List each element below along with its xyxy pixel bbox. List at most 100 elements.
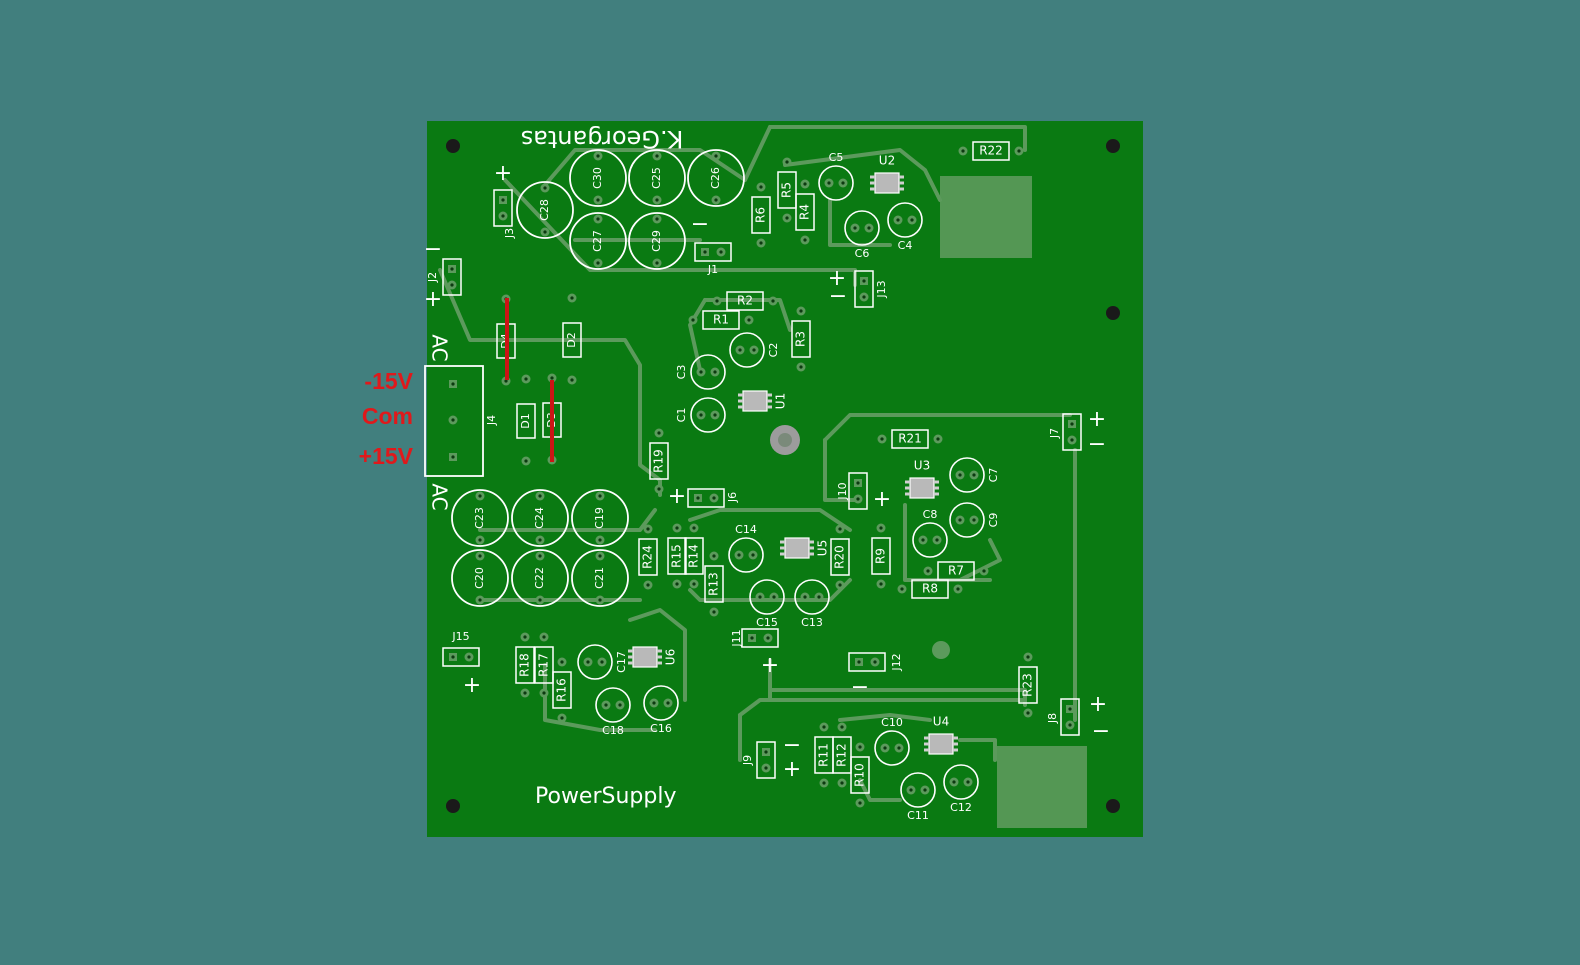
- silk-label-c3: C3: [675, 365, 688, 380]
- drill: [862, 279, 866, 283]
- resistor-outline-r15: [667, 537, 687, 575]
- drill: [618, 703, 622, 707]
- drill: [858, 745, 862, 749]
- ic-pin: [628, 661, 633, 665]
- silk-label-r24: R24: [641, 545, 655, 569]
- large-capacitor-outline-c24: [511, 489, 569, 547]
- drill: [909, 788, 913, 792]
- copper-trace: [543, 148, 747, 187]
- ic-pin: [899, 187, 904, 191]
- drill: [972, 518, 976, 522]
- input-label-com: Com: [362, 403, 413, 429]
- drill: [856, 481, 860, 485]
- plus-sign: +: [1089, 692, 1107, 717]
- drill: [764, 766, 768, 770]
- drill: [1026, 711, 1030, 715]
- drill: [696, 496, 700, 500]
- ic-pin: [953, 742, 958, 746]
- resistor-outline-r14: [684, 537, 704, 575]
- ic-pin: [899, 181, 904, 185]
- small-capacitor-outline-c6: [844, 210, 880, 246]
- minus-sign: −: [1092, 719, 1110, 744]
- drill: [1026, 655, 1030, 659]
- drill: [910, 218, 914, 222]
- drill: [750, 636, 754, 640]
- drill: [703, 250, 707, 254]
- resistor-outline-r5: [777, 171, 797, 209]
- silk-label-r10: R10: [853, 763, 867, 787]
- mounting-holes: [446, 139, 1120, 813]
- small-capacitor-outline-c7: [949, 457, 985, 493]
- silk-label-r4: R4: [798, 204, 812, 220]
- header-outline-j6: [687, 488, 725, 508]
- silk-label-c23: C23: [473, 507, 486, 529]
- drill: [478, 554, 482, 558]
- small-capacitor-outline-c9: [949, 502, 985, 538]
- resistor-outline-r16: [552, 671, 572, 709]
- silk-label-j7: J7: [1048, 428, 1061, 439]
- silk-label-r8: R8: [922, 582, 938, 596]
- drill: [598, 554, 602, 558]
- header-outline-j3: [493, 189, 513, 227]
- drill: [543, 230, 547, 234]
- silk-label-r16: R16: [555, 678, 569, 702]
- drill: [657, 431, 661, 435]
- resistor-outline-r12: [832, 736, 852, 774]
- drill: [764, 750, 768, 754]
- drill: [524, 459, 528, 463]
- drill: [880, 437, 884, 441]
- ic-pin: [809, 540, 814, 544]
- drill: [900, 587, 904, 591]
- drill: [538, 554, 542, 558]
- silk-label-c18: C18: [602, 724, 624, 737]
- mounting-hole: [1106, 799, 1120, 813]
- drill: [956, 587, 960, 591]
- resistor-outline-r9: [871, 537, 891, 575]
- large-capacitor-outline-c25: [628, 149, 686, 207]
- small-capacitor-outline-c2: [729, 332, 765, 368]
- silk-label-c13: C13: [801, 616, 823, 629]
- drill: [838, 527, 842, 531]
- small-capacitor-outline-c18: [595, 687, 631, 723]
- drill: [1070, 422, 1074, 426]
- silk-label-j6: J6: [726, 492, 739, 503]
- drill: [598, 598, 602, 602]
- silk-label-c26: C26: [709, 167, 722, 189]
- large-capacitor-outline-c19: [571, 489, 629, 547]
- drill: [504, 379, 508, 383]
- ic-pin: [934, 486, 939, 490]
- small-capacitor-outline-c1: [690, 397, 726, 433]
- drill: [596, 154, 600, 158]
- input-label-minus-15v: -15V: [364, 368, 413, 394]
- drill: [652, 701, 656, 705]
- drill: [883, 746, 887, 750]
- resistor-outline-r20: [830, 538, 850, 576]
- drill: [752, 348, 756, 352]
- resistor-outline-r10: [850, 756, 870, 794]
- silk-label-j15: J15: [451, 630, 469, 643]
- drill: [1068, 707, 1072, 711]
- drill: [657, 487, 661, 491]
- silk-label-u2: U2: [879, 154, 895, 168]
- copper-trace: [438, 268, 662, 497]
- silk-label-c14: C14: [735, 523, 757, 536]
- resistor-outline-r19: [649, 442, 669, 480]
- ic-pin: [738, 393, 743, 397]
- silk-label-r21: R21: [898, 432, 922, 446]
- drill: [715, 299, 719, 303]
- drill: [467, 655, 471, 659]
- diode-outline-d2: [562, 322, 582, 358]
- plus-sign: +: [873, 487, 891, 512]
- drill: [538, 538, 542, 542]
- silk-label-u6: U6: [664, 649, 678, 665]
- ic-pin: [657, 661, 662, 665]
- silk-label-r19: R19: [652, 449, 666, 473]
- drill: [759, 185, 763, 189]
- drill: [478, 538, 482, 542]
- drill: [655, 154, 659, 158]
- drill: [873, 660, 877, 664]
- drill: [543, 186, 547, 190]
- diode-outline-d1: [516, 403, 536, 439]
- drill: [501, 198, 505, 202]
- drill: [542, 635, 546, 639]
